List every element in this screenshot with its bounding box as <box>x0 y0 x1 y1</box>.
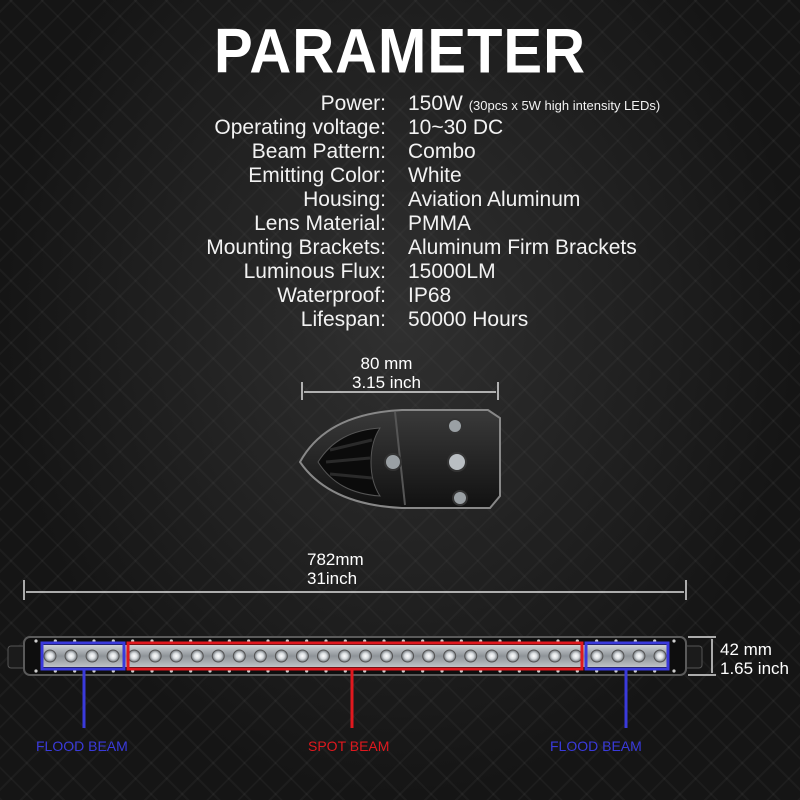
led-lens <box>106 649 120 663</box>
param-value-main: 150W <box>408 92 463 115</box>
led-row <box>43 649 667 663</box>
led-lens <box>127 649 141 663</box>
param-label: Beam Pattern: <box>251 140 386 163</box>
flood-beam-left-box <box>40 641 126 671</box>
param-value: 150W (30pcs x 5W high intensity LEDs) <box>408 92 660 118</box>
led-lens <box>274 649 288 663</box>
param-row-voltage: Operating voltage: 10~30 DC <box>0 116 800 140</box>
param-label: Housing: <box>303 188 386 211</box>
led-lens <box>253 649 267 663</box>
side-bracket-view <box>298 409 501 509</box>
length-inch: 31inch <box>307 569 358 588</box>
param-label: Lens Material: <box>254 212 386 235</box>
length-dimension-line <box>23 580 687 600</box>
param-row-lifespan: Lifespan: 50000 Hours <box>0 308 800 332</box>
led-lens <box>611 649 625 663</box>
led-lens <box>464 649 478 663</box>
height-mm: 42 mm <box>720 640 772 659</box>
spot-beam-box <box>126 641 584 671</box>
led-lens <box>632 649 646 663</box>
page-title: PARAMETER <box>213 16 587 87</box>
param-row-waterproof: Waterproof: IP68 <box>0 284 800 308</box>
flood-beam-right-box <box>584 641 670 671</box>
param-label: Operating voltage: <box>214 116 386 139</box>
param-label: Power: <box>320 92 386 115</box>
body-dot <box>34 639 38 643</box>
led-lens <box>211 649 225 663</box>
led-lens <box>295 649 309 663</box>
param-row-lens: Lens Material: PMMA <box>0 212 800 236</box>
param-row-beam-pattern: Beam Pattern: Combo <box>0 140 800 164</box>
param-label: Lifespan: <box>300 308 386 331</box>
led-lens <box>548 649 562 663</box>
led-lens <box>85 649 99 663</box>
param-row-brackets: Mounting Brackets: Aluminum Firm Bracket… <box>0 236 800 260</box>
led-lens <box>316 649 330 663</box>
param-row-housing: Housing: Aviation Aluminum <box>0 188 800 212</box>
led-lens <box>422 649 436 663</box>
body-dot <box>34 669 38 673</box>
param-label: Mounting Brackets: <box>206 236 386 259</box>
height-dimension-line <box>688 636 716 676</box>
led-lens <box>485 649 499 663</box>
param-label: Emitting Color: <box>248 164 386 187</box>
param-value: Aviation Aluminum <box>408 188 581 211</box>
flood-beam-left-label: FLOOD BEAM <box>36 738 128 754</box>
param-value: White <box>408 164 462 187</box>
length-mm: 782mm <box>307 550 364 569</box>
param-row-emitting-color: Emitting Color: White <box>0 164 800 188</box>
led-lens <box>148 649 162 663</box>
param-value: 50000 Hours <box>408 308 529 331</box>
led-lens <box>653 649 667 663</box>
param-value: Aluminum Firm Brackets <box>408 236 637 259</box>
depth-dimension-label: 80 mm 3.15 inch <box>352 354 421 392</box>
param-row-power: Power: 150W (30pcs x 5W high intensity L… <box>0 92 800 116</box>
depth-mm: 80 mm <box>360 354 413 373</box>
led-lens <box>337 649 351 663</box>
led-lens <box>64 649 78 663</box>
param-note: (30pcs x 5W high intensity LEDs) <box>468 98 661 113</box>
led-lens <box>590 649 604 663</box>
led-lens <box>443 649 457 663</box>
led-lens <box>506 649 520 663</box>
length-dimension-label: 782mm 31inch <box>307 550 364 588</box>
param-row-luminous-flux: Luminous Flux: 15000LM <box>0 260 800 284</box>
led-lens <box>232 649 246 663</box>
height-dimension-label: 42 mm 1.65 inch <box>720 640 789 678</box>
body-dot <box>672 669 676 673</box>
led-lens <box>359 649 373 663</box>
param-value: 10~30 DC <box>408 116 504 139</box>
led-lens <box>380 649 394 663</box>
param-value: IP68 <box>408 284 452 307</box>
depth-inch: 3.15 inch <box>352 373 421 392</box>
height-inch: 1.65 inch <box>720 659 789 678</box>
light-bar <box>7 636 703 676</box>
led-lens <box>190 649 204 663</box>
led-lens <box>169 649 183 663</box>
param-label: Luminous Flux: <box>243 260 386 283</box>
led-lens <box>569 649 583 663</box>
param-value: 15000LM <box>408 260 496 283</box>
body-dot <box>672 639 676 643</box>
spot-beam-label: SPOT BEAM <box>308 738 390 754</box>
led-lens <box>43 649 57 663</box>
led-lens <box>527 649 541 663</box>
depth-dimension-line <box>301 382 499 400</box>
led-lens <box>401 649 415 663</box>
param-value: PMMA <box>408 212 471 235</box>
flood-beam-right-label: FLOOD BEAM <box>550 738 642 754</box>
param-value: Combo <box>408 140 476 163</box>
param-label: Waterproof: <box>277 284 386 307</box>
